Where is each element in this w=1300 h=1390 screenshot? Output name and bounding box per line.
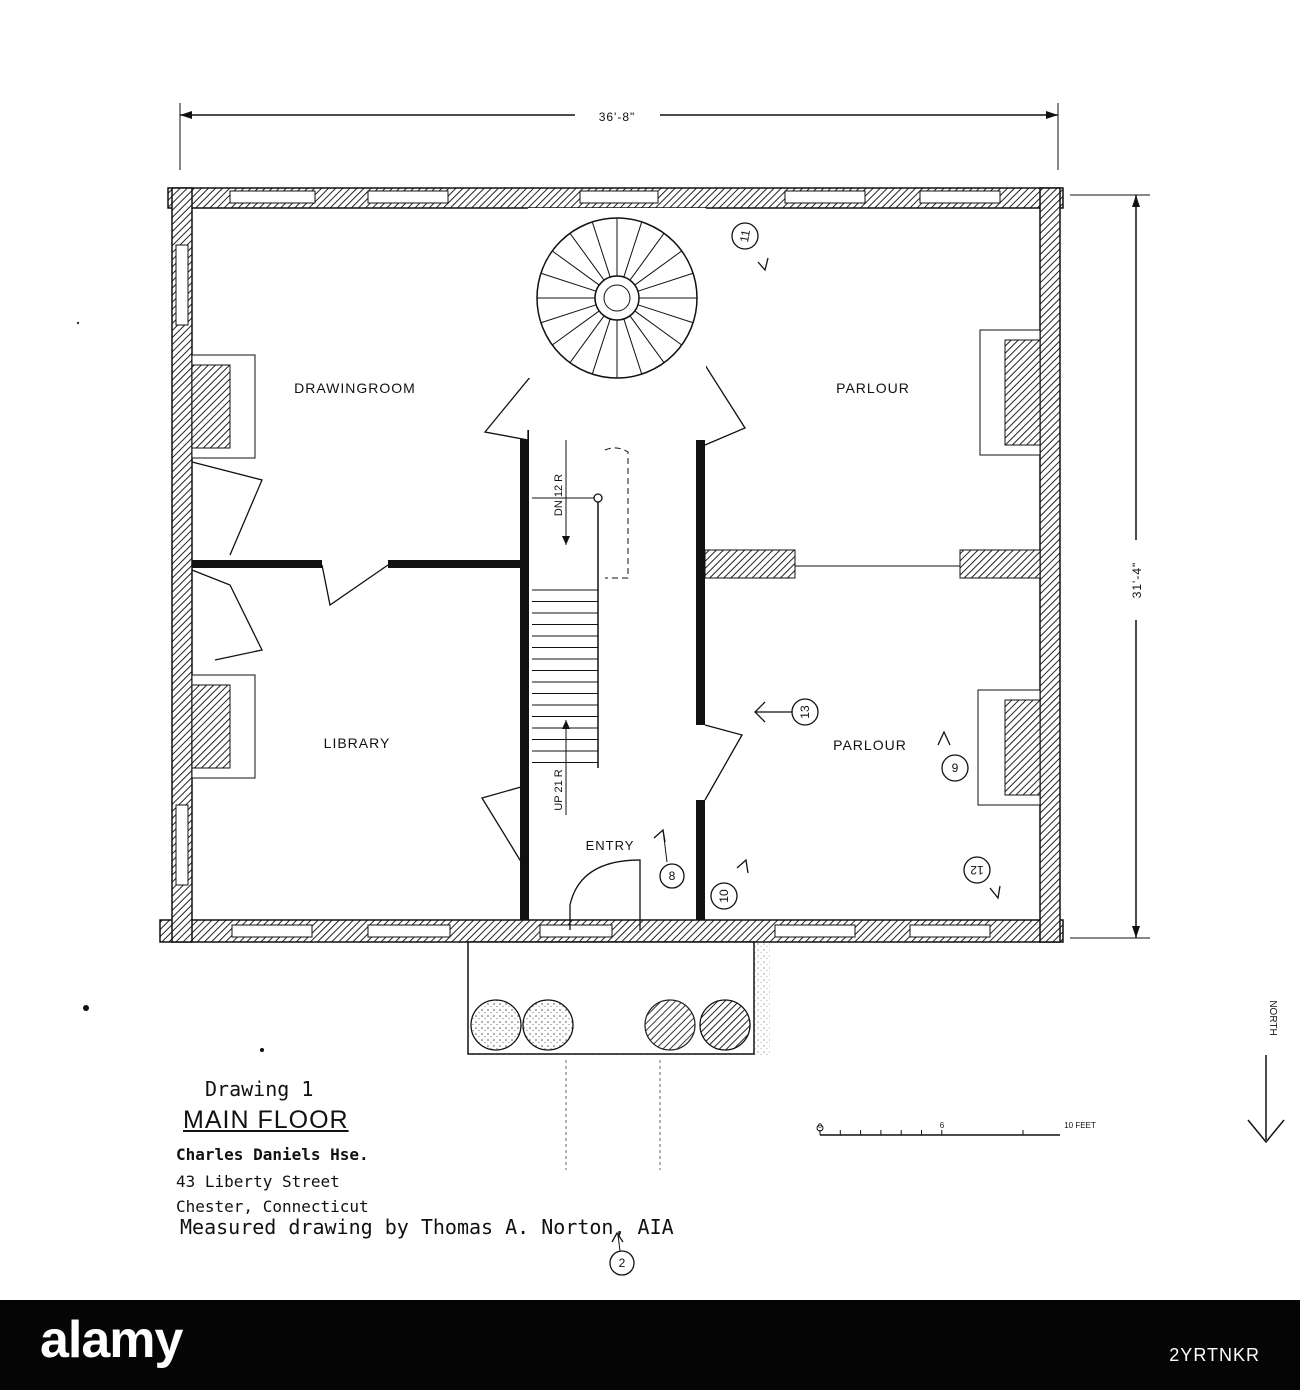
room-label-library: LIBRARY <box>324 735 391 751</box>
depth-dimension: 31'-4" <box>1070 194 1150 939</box>
view-marker-10: 10 <box>710 858 749 910</box>
caption-street: 43 Liberty Street <box>176 1172 340 1191</box>
view-marker-8: 8 <box>653 828 685 889</box>
scale-tick-10: 10 FEET <box>1064 1121 1096 1130</box>
scale-bar: 0 6 10 FEET <box>816 1121 1096 1136</box>
exterior-walls <box>159 187 1064 943</box>
caption-title: MAIN FLOOR <box>183 1106 349 1134</box>
caption-house: Charles Daniels Hse. <box>176 1145 369 1164</box>
scale-tick-0: 0 <box>818 1123 822 1130</box>
room-label-entry: ENTRY <box>586 838 635 853</box>
north-label: NORTH <box>1267 1000 1278 1035</box>
svg-text:2: 2 <box>619 1256 626 1270</box>
scale-tick-6: 6 <box>940 1121 945 1130</box>
doors <box>191 461 743 930</box>
svg-text:9: 9 <box>952 761 959 775</box>
view-marker-12: 12 <box>963 856 1001 900</box>
caption-city: Chester, Connecticut <box>176 1197 369 1216</box>
watermark-image-id: 2YRTNKR <box>1169 1345 1260 1365</box>
straight-stair <box>532 440 629 815</box>
room-label-parlour-south: PARLOUR <box>833 737 907 753</box>
svg-text:11: 11 <box>737 228 753 243</box>
svg-text:12: 12 <box>970 863 984 877</box>
watermark-bar <box>0 1300 1300 1390</box>
fireplaces <box>191 329 1041 806</box>
width-dimension-label: 36'-8" <box>599 110 636 124</box>
view-marker-2: 2 <box>609 1231 635 1276</box>
view-marker-11: 11 <box>731 222 769 272</box>
room-label-drawingroom: DRAWINGROOM <box>294 380 416 396</box>
stair-hall-flares <box>483 364 746 446</box>
stair-up-label: UP 21 R <box>553 769 565 810</box>
view-marker-13: 13 <box>754 698 819 726</box>
svg-text:10: 10 <box>717 889 731 903</box>
svg-text:13: 13 <box>798 705 812 719</box>
width-dimension: 36'-8" <box>179 103 1059 170</box>
stair-down-label: DN 12 R <box>553 474 565 516</box>
view-marker-9: 9 <box>937 730 969 782</box>
north-arrow: NORTH <box>1247 1000 1285 1144</box>
depth-dimension-label: 31'-4" <box>1130 562 1144 599</box>
front-porch <box>467 941 770 1170</box>
watermark-logo: alamy <box>40 1311 183 1369</box>
interior-walls <box>192 430 1041 920</box>
floor-plan: 36'-8" 31'-4" <box>76 103 1285 1276</box>
windows <box>175 190 1001 938</box>
circular-stair <box>528 208 706 379</box>
svg-text:8: 8 <box>669 869 676 883</box>
room-label-parlour-north: PARLOUR <box>836 380 910 396</box>
caption-credit: Measured drawing by Thomas A. Norton, AI… <box>180 1215 674 1239</box>
caption-drawing-number: Drawing 1 <box>205 1077 314 1101</box>
